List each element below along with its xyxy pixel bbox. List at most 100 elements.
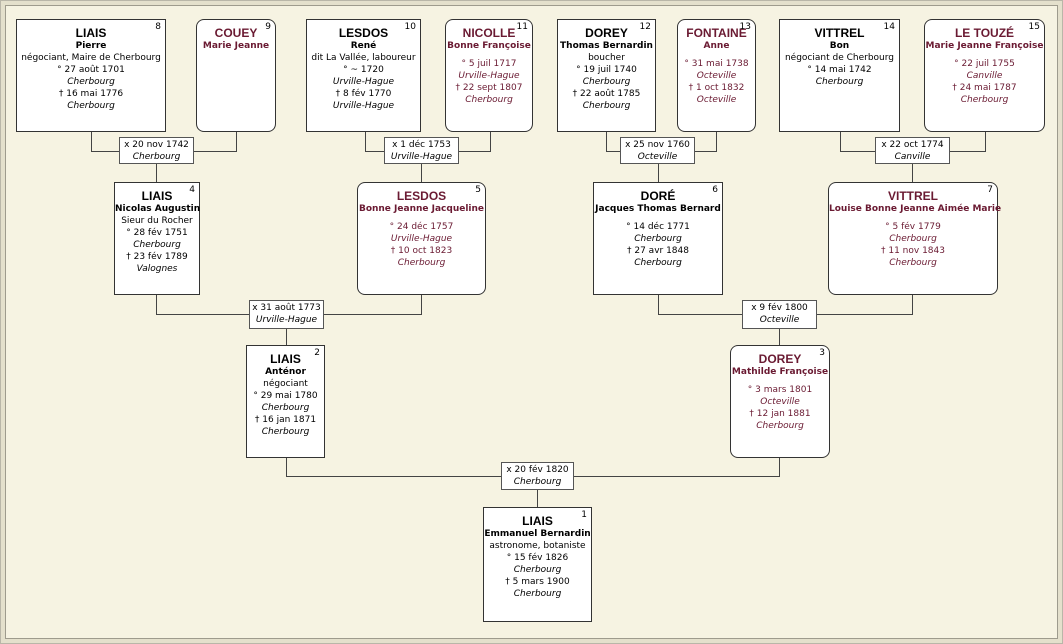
marriage-box-10-11[interactable]: x 1 déc 1753 Urville-Hague	[384, 137, 459, 164]
sosa-number: 7	[987, 185, 993, 195]
given-name: Jacques Thomas Bernard	[595, 204, 721, 214]
sosa-number: 14	[883, 22, 895, 32]
surname: LIAIS	[75, 26, 107, 40]
marriage-date: x 25 nov 1760	[625, 140, 690, 150]
birth-place: Octeville	[760, 397, 800, 407]
surname: LESDOS	[338, 26, 389, 40]
person-card-11[interactable]: 11 NICOLLE Bonne Françoise ° 5 juil 1717…	[445, 19, 533, 132]
connector	[779, 328, 780, 346]
person-card-14[interactable]: 14 VITTREL Bon négociant de Cherbourg ° …	[779, 19, 900, 132]
marriage-place: Canville	[894, 152, 931, 162]
person-card-13[interactable]: 13 FONTAINE Anne ° 31 mai 1738 Octeville…	[677, 19, 756, 132]
birth-place: Urville-Hague	[458, 71, 520, 81]
birth-place: Urville-Hague	[332, 77, 395, 87]
marriage-box-12-13[interactable]: x 25 nov 1760 Octeville	[620, 137, 695, 164]
death-date: † 27 avr 1848	[627, 246, 689, 256]
given-name: Nicolas Augustin	[115, 204, 201, 214]
marriage-date: x 9 fév 1800	[751, 303, 808, 313]
birth-date: ° 5 juil 1717	[461, 59, 517, 69]
connector	[365, 131, 366, 151]
marriage-box-2-3[interactable]: x 20 fév 1820 Cherbourg	[501, 462, 574, 490]
connector	[286, 456, 287, 476]
connector	[606, 131, 607, 151]
person-card-1[interactable]: 1 LIAIS Emmanuel Bernardin astronome, bo…	[483, 507, 592, 622]
marriage-box-4-5[interactable]: x 31 août 1773 Urville-Hague	[249, 300, 324, 329]
person-card-7[interactable]: 7 VITTREL Louise Bonne Jeanne Aimée Mari…	[828, 182, 1001, 295]
connector	[421, 294, 422, 314]
death-date: † 8 fév 1770	[335, 89, 392, 99]
sosa-number: 15	[1028, 22, 1040, 32]
death-place: Urville-Hague	[332, 101, 395, 111]
death-place: Cherbourg	[582, 101, 631, 111]
death-date: † 16 jan 1871	[254, 415, 317, 425]
connector	[840, 131, 841, 151]
sosa-number: 9	[265, 22, 271, 32]
person-card-5[interactable]: 5 LESDOS Bonne Jeanne Jacqueline ° 24 dé…	[357, 182, 486, 295]
surname: LIAIS	[270, 352, 301, 366]
marriage-place: Cherbourg	[132, 152, 181, 162]
death-date: † 5 mars 1900	[505, 577, 570, 587]
marriage-date: x 1 déc 1753	[392, 140, 451, 150]
surname: FONTAINE	[686, 26, 747, 40]
person-card-4[interactable]: 4 LIAIS Nicolas Augustin Sieur du Rocher…	[114, 182, 200, 295]
given-name: Thomas Bernardin	[560, 41, 653, 51]
death-date: † 11 nov 1843	[881, 246, 945, 256]
connector	[912, 163, 913, 183]
birth-place: Cherbourg	[261, 403, 310, 413]
marriage-box-14-15[interactable]: x 22 oct 1774 Canville	[875, 137, 950, 164]
connector	[985, 131, 986, 151]
birth-date: ° 22 juil 1755	[954, 59, 1015, 69]
surname: DORÉ	[640, 189, 676, 203]
given-name: René	[350, 41, 377, 51]
marriage-box-6-7[interactable]: x 9 fév 1800 Octeville	[742, 300, 817, 329]
person-card-12[interactable]: 12 DOREY Thomas Bernardin boucher ° 19 j…	[557, 19, 656, 132]
sosa-number: 2	[314, 348, 320, 358]
given-name: Marie Jeanne Françoise	[925, 41, 1044, 51]
birth-date: ° 15 fév 1826	[506, 553, 569, 563]
birth-date: ° ~ 1720	[343, 65, 384, 75]
given-name: Marie Jeanne	[202, 41, 270, 51]
person-card-9[interactable]: 9 COUEY Marie Jeanne	[196, 19, 276, 132]
person-card-2[interactable]: 2 LIAIS Anténor négociant ° 29 mai 1780 …	[246, 345, 325, 458]
death-place: Octeville	[696, 95, 737, 105]
surname: LE TOUZÉ	[954, 26, 1015, 40]
sosa-number: 11	[516, 22, 528, 32]
connector	[537, 489, 538, 507]
person-card-8[interactable]: 8 LIAIS Pierre négociant, Maire de Cherb…	[16, 19, 166, 132]
death-place: Cherbourg	[756, 421, 804, 431]
marriage-place: Octeville	[637, 152, 678, 162]
occupation: dit La Vallée, laboureur	[311, 53, 416, 63]
person-card-10[interactable]: 10 LESDOS René dit La Vallée, laboureur …	[306, 19, 421, 132]
sosa-number: 10	[404, 22, 416, 32]
death-place: Cherbourg	[465, 95, 513, 105]
person-card-3[interactable]: 3 DOREY Mathilde Françoise ° 3 mars 1801…	[730, 345, 830, 458]
birth-date: ° 3 mars 1801	[747, 385, 813, 395]
connector	[658, 163, 659, 183]
surname: COUEY	[214, 26, 258, 40]
sosa-number: 13	[739, 22, 751, 32]
death-place: Cherbourg	[261, 427, 310, 437]
connector	[156, 294, 157, 314]
marriage-place: Urville-Hague	[255, 315, 318, 325]
connector	[716, 131, 717, 151]
birth-place: Cherbourg	[133, 240, 181, 250]
person-card-6[interactable]: 6 DORÉ Jacques Thomas Bernard ° 14 déc 1…	[593, 182, 723, 295]
marriage-box-8-9[interactable]: x 20 nov 1742 Cherbourg	[119, 137, 194, 164]
person-card-15[interactable]: 15 LE TOUZÉ Marie Jeanne Françoise ° 22 …	[924, 19, 1045, 132]
death-date: † 22 août 1785	[572, 89, 641, 99]
given-name: Bonne Jeanne Jacqueline	[358, 204, 485, 214]
connector	[658, 294, 659, 314]
death-place: Cherbourg	[634, 258, 682, 268]
birth-place: Urville-Hague	[390, 234, 453, 244]
birth-date: ° 19 juil 1740	[576, 65, 637, 75]
occupation: astronome, botaniste	[489, 541, 586, 551]
given-name: Bon	[829, 41, 850, 51]
sosa-number: 12	[639, 22, 651, 32]
connector	[912, 294, 913, 314]
birth-place: Cherbourg	[815, 77, 864, 87]
occupation: négociant de Cherbourg	[784, 53, 895, 63]
connector	[236, 131, 237, 151]
birth-place: Canville	[966, 71, 1003, 81]
death-place: Cherbourg	[889, 258, 937, 268]
sosa-number: 8	[155, 22, 161, 32]
